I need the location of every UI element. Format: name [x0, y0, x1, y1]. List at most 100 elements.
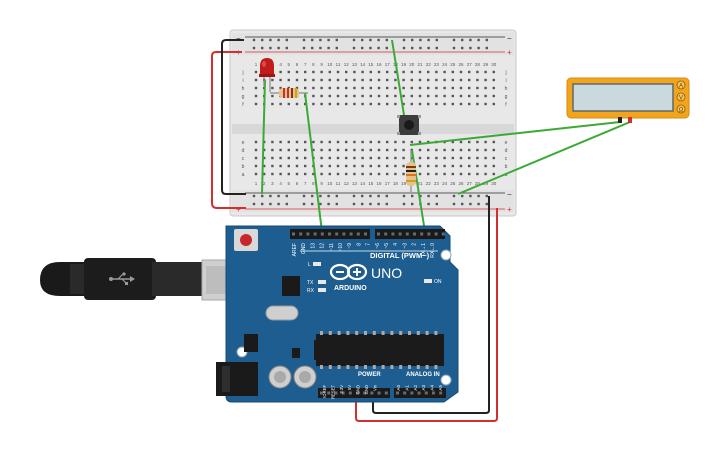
breadboard-hole[interactable] — [328, 156, 331, 160]
breadboard-hole[interactable] — [386, 148, 389, 152]
breadboard-hole[interactable] — [386, 70, 389, 74]
header-pin[interactable] — [334, 391, 338, 395]
header-pin[interactable] — [342, 232, 346, 236]
breadboard-hole[interactable] — [279, 172, 282, 176]
breadboard-hole[interactable] — [484, 148, 487, 152]
analog-header[interactable] — [394, 388, 446, 398]
header-pin[interactable] — [396, 391, 399, 395]
breadboard-hole[interactable] — [492, 78, 495, 82]
breadboard-hole[interactable] — [394, 102, 397, 106]
rail-hole[interactable] — [277, 38, 280, 42]
breadboard-hole[interactable] — [271, 164, 274, 168]
rail-hole[interactable] — [435, 38, 438, 42]
breadboard-hole[interactable] — [353, 86, 356, 90]
breadboard-hole[interactable] — [435, 102, 438, 106]
breadboard-hole[interactable] — [320, 164, 323, 168]
breadboard-hole[interactable] — [254, 164, 258, 168]
rail-hole[interactable] — [402, 38, 406, 42]
breadboard-hole[interactable] — [353, 148, 356, 152]
breadboard-hole[interactable] — [271, 78, 274, 82]
rail-hole[interactable] — [461, 46, 464, 50]
rail-hole[interactable] — [377, 38, 380, 42]
rail-hole[interactable] — [361, 38, 364, 42]
breadboard-hole[interactable] — [443, 78, 446, 82]
breadboard-hole[interactable] — [492, 172, 495, 176]
breadboard-hole[interactable] — [295, 172, 299, 176]
breadboard-hole[interactable] — [459, 78, 463, 82]
breadboard-hole[interactable] — [377, 102, 381, 106]
breadboard-hole[interactable] — [345, 70, 348, 74]
header-pin[interactable] — [306, 232, 310, 236]
breadboard-hole[interactable] — [418, 156, 422, 160]
breadboard-hole[interactable] — [394, 172, 397, 176]
rail-hole[interactable] — [261, 46, 264, 50]
breadboard-hole[interactable] — [443, 94, 446, 98]
breadboard-hole[interactable] — [410, 148, 413, 152]
rail-hole[interactable] — [269, 194, 272, 198]
breadboard-hole[interactable] — [435, 94, 438, 98]
breadboard-hole[interactable] — [254, 172, 258, 176]
breadboard-hole[interactable] — [402, 156, 405, 160]
breadboard-hole[interactable] — [279, 164, 282, 168]
breadboard-hole[interactable] — [484, 172, 487, 176]
breadboard-hole[interactable] — [451, 164, 454, 168]
breadboard-hole[interactable] — [279, 78, 282, 82]
multimeter-mode-buttons[interactable]: A V Ω — [676, 80, 686, 114]
breadboard-hole[interactable] — [476, 78, 479, 82]
rail-hole[interactable] — [435, 194, 438, 198]
header-pin[interactable] — [363, 391, 367, 395]
rail-hole[interactable] — [411, 46, 414, 50]
rail-hole[interactable] — [311, 38, 314, 42]
breadboard-hole[interactable] — [336, 78, 340, 82]
breadboard-hole[interactable] — [345, 102, 348, 106]
breadboard-hole[interactable] — [279, 140, 282, 144]
breadboard-hole[interactable] — [435, 156, 438, 160]
breadboard-hole[interactable] — [353, 164, 356, 168]
breadboard-hole[interactable] — [377, 70, 381, 74]
header-pin[interactable] — [424, 391, 428, 395]
breadboard-hole[interactable] — [451, 148, 454, 152]
breadboard-hole[interactable] — [304, 172, 307, 176]
rail-hole[interactable] — [427, 38, 430, 42]
breadboard-hole[interactable] — [435, 148, 438, 152]
breadboard-hole[interactable] — [271, 102, 274, 106]
breadboard-hole[interactable] — [254, 94, 258, 98]
breadboard-hole[interactable] — [418, 140, 422, 144]
breadboard-hole[interactable] — [451, 70, 454, 74]
breadboard-hole[interactable] — [476, 148, 479, 152]
breadboard-hole[interactable] — [468, 164, 471, 168]
breadboard-hole[interactable] — [418, 172, 422, 176]
breadboard-hole[interactable] — [312, 94, 315, 98]
breadboard-hole[interactable] — [410, 70, 413, 74]
breadboard-hole[interactable] — [386, 140, 389, 144]
breadboard-hole[interactable] — [443, 156, 446, 160]
breadboard-hole[interactable] — [468, 172, 471, 176]
header-pin[interactable] — [417, 391, 421, 395]
breadboard-hole[interactable] — [394, 78, 397, 82]
breadboard-hole[interactable] — [427, 86, 430, 90]
breadboard-hole[interactable] — [492, 86, 495, 90]
breadboard-hole[interactable] — [394, 140, 397, 144]
header-pin[interactable] — [391, 232, 395, 236]
rail-hole[interactable] — [285, 46, 288, 50]
rail-hole[interactable] — [261, 194, 264, 198]
breadboard-hole[interactable] — [263, 148, 266, 152]
rail-hole[interactable] — [402, 202, 406, 206]
multimeter[interactable]: A V Ω — [566, 77, 690, 123]
header-pin[interactable] — [384, 232, 388, 236]
breadboard-hole[interactable] — [427, 78, 430, 82]
rail-hole[interactable] — [427, 46, 430, 50]
breadboard-hole[interactable] — [418, 164, 422, 168]
breadboard-hole[interactable] — [345, 86, 348, 90]
rail-hole[interactable] — [377, 202, 380, 206]
rail-hole[interactable] — [352, 194, 356, 198]
breadboard-hole[interactable] — [451, 86, 454, 90]
header-pin[interactable] — [320, 391, 323, 395]
breadboard-hole[interactable] — [369, 78, 372, 82]
header-pin[interactable] — [377, 232, 380, 236]
breadboard-hole[interactable] — [279, 86, 282, 90]
header-pin[interactable] — [341, 391, 345, 395]
header-pin[interactable] — [432, 391, 435, 395]
breadboard-hole[interactable] — [402, 140, 405, 144]
